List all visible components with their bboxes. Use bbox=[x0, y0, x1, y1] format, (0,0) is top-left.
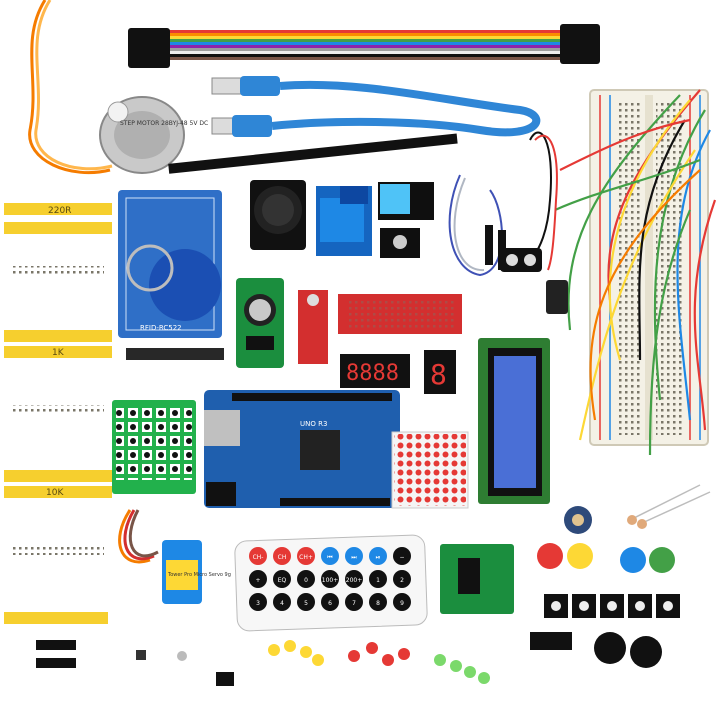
water-level-sensor bbox=[338, 294, 462, 334]
remote-button-label: 9 bbox=[400, 600, 404, 607]
remote-button-label: 5 bbox=[304, 600, 308, 607]
remote-button bbox=[393, 593, 411, 611]
uno-board: UNO R3 bbox=[204, 390, 400, 508]
remote-button-label: ⏯ bbox=[376, 554, 381, 561]
svg-text:8: 8 bbox=[430, 358, 447, 391]
remote-button bbox=[297, 593, 315, 611]
remote-button bbox=[273, 547, 291, 565]
remote-button bbox=[273, 593, 291, 611]
remote-button-label: 200+ bbox=[346, 577, 362, 584]
remote-button bbox=[321, 570, 339, 588]
remote-button bbox=[249, 547, 267, 565]
rfid-label: RFID-RC522 bbox=[140, 324, 182, 332]
remote-button-label: − bbox=[399, 554, 404, 561]
remote-button-label: 4 bbox=[280, 600, 284, 607]
resistor-10k: 10K bbox=[4, 470, 112, 624]
remote-button bbox=[321, 547, 339, 565]
remote-button bbox=[297, 570, 315, 588]
remote-button-grid: CH- CH CH+ ⏮ ⏭ ⏯ − + EQ 0 100+ 200+ 1 2 3 4 5 6 7 8 9 bbox=[249, 547, 411, 611]
remote-button-label: ⏭ bbox=[351, 554, 357, 561]
remote-button-label: 100+ bbox=[322, 577, 338, 584]
led-matrix bbox=[391, 431, 469, 509]
keypad-4x4 bbox=[112, 400, 196, 494]
remote-button-label: CH- bbox=[253, 554, 264, 561]
remote-button-label: 2 bbox=[400, 577, 404, 584]
button-caps bbox=[537, 543, 675, 573]
remote-button bbox=[393, 547, 411, 565]
remote-button bbox=[249, 593, 267, 611]
relay-module bbox=[316, 186, 372, 256]
rainbow-ribbon-cable bbox=[128, 24, 600, 68]
remote-button-label: EQ bbox=[278, 577, 287, 584]
remote-button bbox=[369, 570, 387, 588]
lcd-1602 bbox=[478, 338, 550, 504]
remote-button bbox=[273, 570, 291, 588]
ic-and-buzzers bbox=[530, 632, 662, 668]
pin-header-strip bbox=[168, 133, 458, 174]
four-digit-display: 8888 bbox=[340, 354, 410, 388]
servo-label: Tower Pro Micro Servo 9g bbox=[167, 572, 231, 578]
remote-button-label: 8 bbox=[376, 600, 380, 607]
resistor-1k: 1K bbox=[4, 330, 112, 413]
remote-button-label: 1 bbox=[376, 577, 380, 584]
remote-button-label: 7 bbox=[352, 600, 356, 607]
remote-button bbox=[393, 570, 411, 588]
joystick-module bbox=[250, 180, 306, 250]
jumper-wires bbox=[554, 89, 717, 456]
tactile-buttons bbox=[544, 594, 680, 618]
stepper-label: STEP MOTOR 28BYJ-48 5V DC bbox=[120, 120, 208, 127]
resistor-220r: 220R bbox=[4, 203, 112, 274]
usb-cable bbox=[211, 76, 541, 137]
dupont-loop bbox=[448, 174, 506, 277]
ir-remote: CH- CH CH+ ⏮ ⏭ ⏯ − + EQ 0 100+ 200+ 1 2 3 4 5 6 7 8 9 bbox=[234, 534, 428, 632]
remote-button bbox=[297, 547, 315, 565]
uno-label: UNO R3 bbox=[300, 420, 327, 428]
bottom-components bbox=[36, 640, 490, 686]
remote-button-label: ⏮ bbox=[327, 554, 333, 561]
potentiometer bbox=[564, 506, 592, 534]
stepper-motor: STEP MOTOR 28BYJ-48 5V DC bbox=[28, 0, 208, 175]
remote-button bbox=[345, 547, 363, 565]
sound-sensor bbox=[298, 290, 328, 364]
servo-motor: Tower Pro Micro Servo 9g bbox=[118, 509, 231, 604]
remote-button bbox=[321, 593, 339, 611]
remote-button bbox=[345, 570, 363, 588]
dht-sensor bbox=[378, 182, 434, 220]
single-digit-display: 8 bbox=[424, 350, 456, 394]
battery-snap bbox=[500, 131, 568, 314]
remote-button bbox=[369, 547, 387, 565]
resistor-220-label: 220R bbox=[48, 206, 71, 216]
remote-button-label: + bbox=[255, 577, 260, 584]
remote-button-label: 3 bbox=[256, 600, 260, 607]
rtc-module bbox=[236, 278, 284, 368]
resistor-10k-label: 10K bbox=[46, 488, 64, 498]
remote-button-label: CH+ bbox=[299, 554, 313, 561]
remote-button-label: 0 bbox=[304, 577, 308, 584]
stepper-driver-board bbox=[440, 544, 514, 614]
rfid-module: RFID-RC522 bbox=[118, 190, 224, 360]
svg-text:8888: 8888 bbox=[346, 361, 399, 386]
remote-button bbox=[249, 570, 267, 588]
photoresistors bbox=[627, 484, 711, 529]
ir-receiver-module bbox=[380, 228, 420, 258]
remote-button-label: 6 bbox=[328, 600, 332, 607]
remote-button-label: CH bbox=[278, 554, 287, 561]
remote-button bbox=[369, 593, 387, 611]
remote-button bbox=[345, 593, 363, 611]
resistor-1k-label: 1K bbox=[52, 348, 65, 358]
